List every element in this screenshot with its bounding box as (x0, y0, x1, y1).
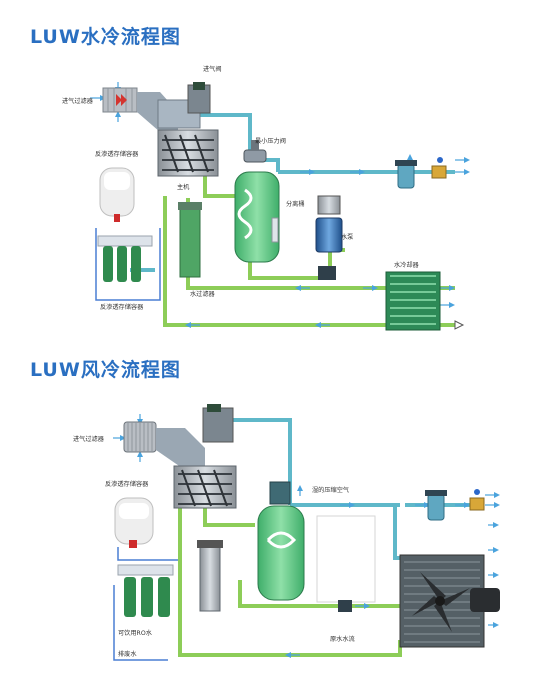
water-pump (315, 195, 343, 280)
label-main-unit: 主机 (177, 183, 190, 191)
label-drain-water: 排废水 (118, 650, 137, 658)
label-ro-tank-2: 反渗透存储容器 (100, 303, 144, 311)
label-water-pump: 水泵 (341, 233, 353, 241)
air-ro-filter-set (117, 564, 174, 617)
min-pressure-valve (243, 140, 267, 163)
air-cooler-fan (399, 554, 500, 648)
air-drain-valve (338, 600, 352, 612)
air-cooled-title: LUW风冷流程图 (30, 359, 181, 381)
label-separator: 分离桶 (286, 200, 305, 208)
label-drink-water: 可饮用RO水 (118, 629, 153, 637)
humid-air-box (316, 515, 376, 603)
air-separator-tank (257, 481, 305, 601)
water-cooler (385, 271, 465, 331)
water-filter (178, 202, 202, 278)
label-air-intake-filter: 进气过滤器 (73, 435, 105, 443)
ro-storage-tank (99, 167, 135, 222)
label-ro-tank: 反渗透存储容器 (95, 150, 139, 158)
separator-tank (234, 171, 280, 263)
air-water-filter (197, 540, 223, 612)
air-outlet-valves (395, 157, 447, 189)
intake-filter (102, 87, 138, 113)
water-flow-arrows (90, 82, 470, 328)
label-air-ro-tank: 反渗透存储容器 (105, 480, 149, 488)
water-cooled-title: LUW水冷流程图 (30, 26, 181, 48)
air-intake-filter (123, 421, 157, 453)
label-min-pressure-valve: 最小压力阀 (255, 137, 286, 145)
label-intake-filter: 进气过滤器 (62, 97, 94, 105)
air-ro-storage-tank (114, 497, 154, 548)
air-outlet-valves-2 (425, 489, 485, 521)
air-compressor-unit (156, 404, 237, 509)
label-intake-valve: 进气阀 (203, 65, 222, 73)
label-water-cooler: 水冷却器 (394, 261, 420, 269)
ro-filter-set (95, 228, 161, 301)
air-cooled-diagram: 进气过滤器 反渗透存储容器 湿的压缩空气 可饮用RO水 原水水流 排废水 (73, 404, 500, 661)
compressor-main-unit (137, 82, 219, 177)
water-cooled-diagram: 进气阀 进气过滤器 反渗透存储容器 主机 最小压力阀 分离桶 水过滤器 水泵 水… (62, 65, 470, 331)
label-humid-air: 湿的压缩空气 (312, 486, 349, 494)
air-cooled-blue-lines (113, 547, 178, 661)
label-raw-water: 原水水流 (330, 635, 355, 643)
label-water-filter: 水过滤器 (190, 290, 216, 298)
